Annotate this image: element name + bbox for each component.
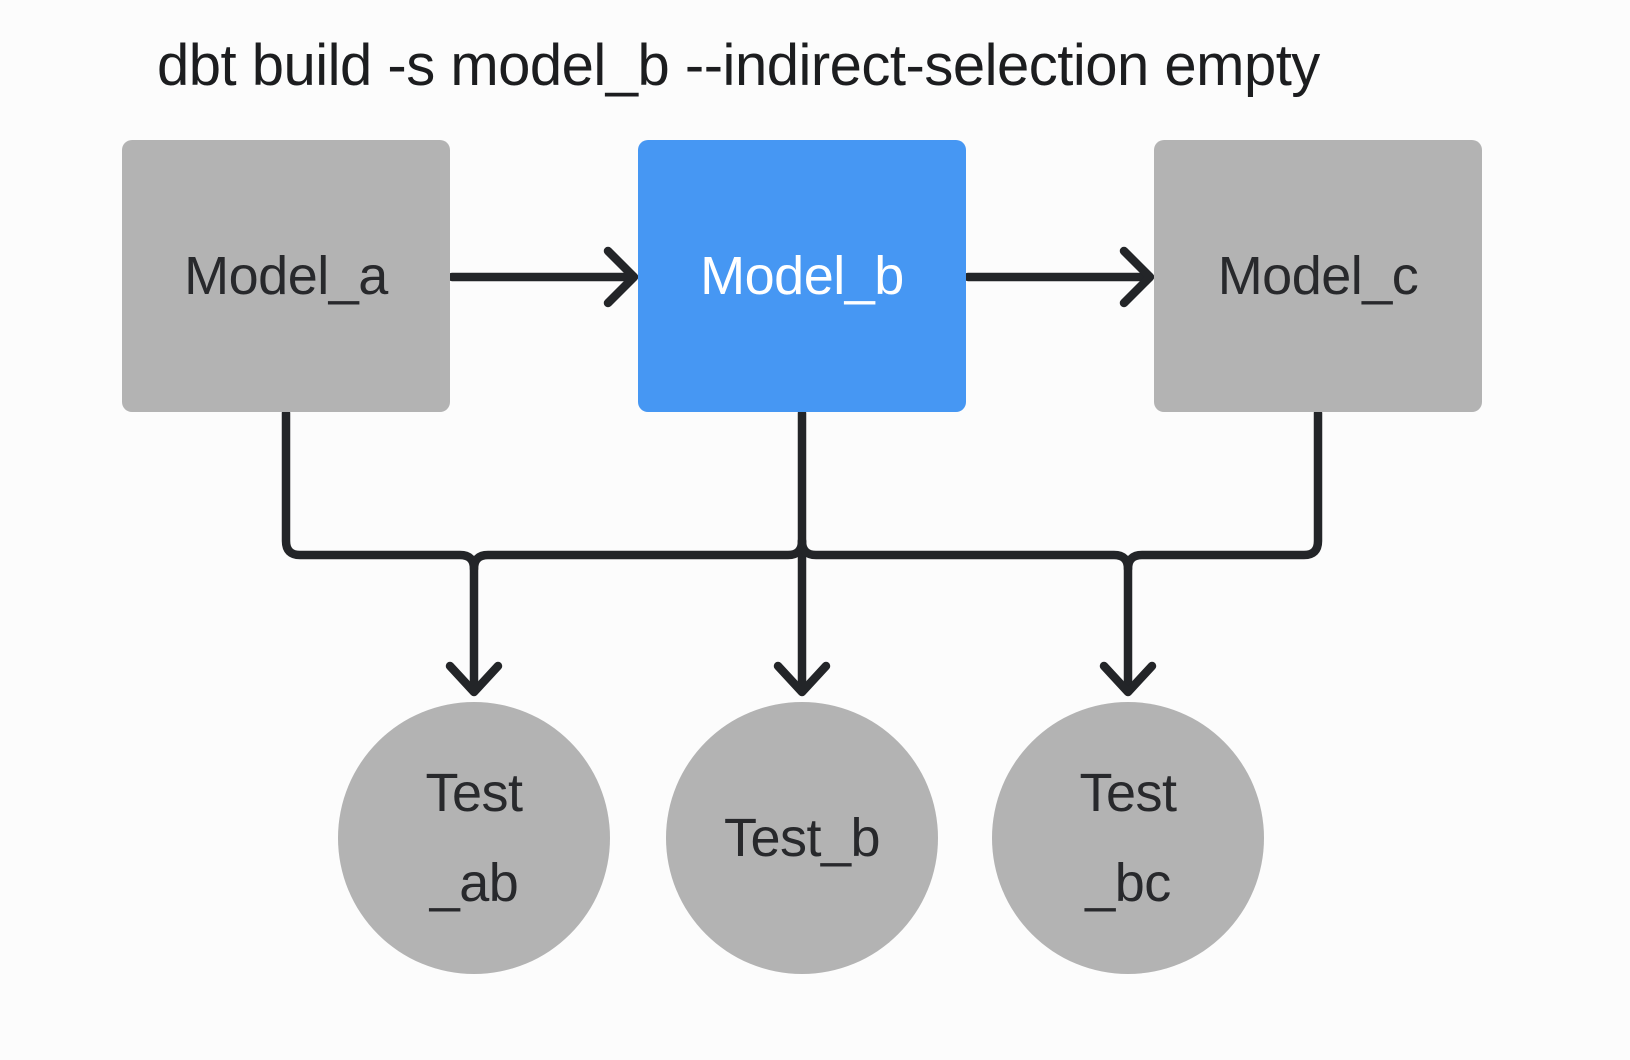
node-model-b-selected: Model_b	[638, 140, 966, 412]
edge-bus-right	[797, 536, 1133, 574]
node-model-a: Model_a	[122, 140, 450, 412]
diagram-title: dbt build -s model_b --indirect-selectio…	[157, 33, 1320, 98]
node-test-b-label-line1: Test_b	[723, 808, 881, 868]
node-model-b-label: Model_b	[700, 246, 904, 306]
node-test-bc-label-line1: Test	[1079, 763, 1177, 823]
node-test-bc: Test _bc	[992, 702, 1264, 974]
node-test-bc-label-line2: _bc	[1085, 853, 1171, 913]
node-test-ab-label-line2: _ab	[429, 853, 519, 913]
arrowhead-model-a-to-model-b	[603, 246, 639, 308]
arrowhead-model-b-to-model-c	[1119, 246, 1155, 308]
node-model-c: Model_c	[1154, 140, 1482, 412]
edge-model-c-to-test-bc	[1123, 408, 1323, 695]
node-model-c-label: Model_c	[1217, 246, 1419, 306]
arrowhead-to-test-ab	[445, 661, 503, 697]
node-model-a-label: Model_a	[184, 246, 388, 306]
edge-model-a-to-test-ab	[281, 408, 479, 695]
node-test-b: Test_b	[666, 702, 938, 974]
arrowhead-to-test-b	[773, 661, 831, 697]
node-test-ab: Test _ab	[338, 702, 610, 974]
edge-bus-left	[469, 536, 807, 574]
node-test-ab-label-line1: Test	[425, 763, 523, 823]
arrowhead-to-test-bc	[1099, 661, 1157, 697]
